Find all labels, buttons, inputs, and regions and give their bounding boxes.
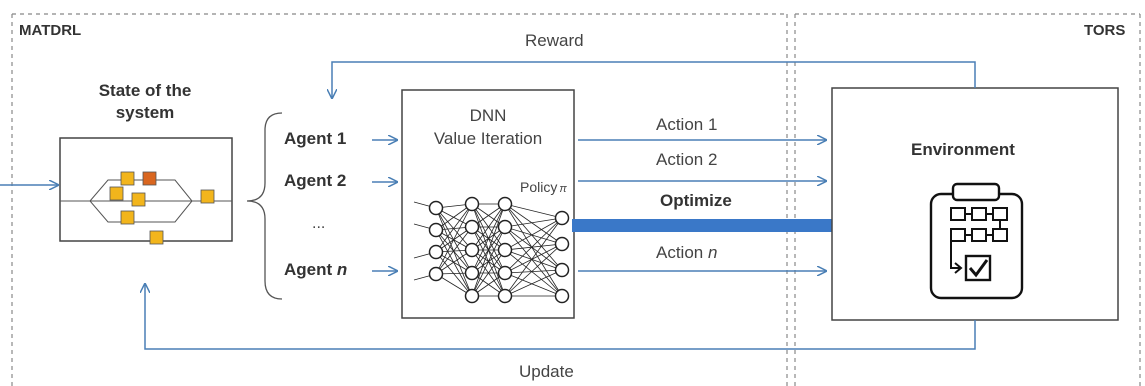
nn-node: [428, 244, 444, 260]
environment-title: Environment: [911, 140, 1015, 159]
state-node: [200, 189, 215, 204]
nn-node: [464, 265, 480, 281]
nn-edge: [435, 207, 473, 251]
nn-edge: [435, 229, 473, 274]
nn-edge: [435, 207, 473, 274]
optimize-label: Optimize: [660, 191, 732, 210]
dnn-title-line1: DNN: [469, 106, 507, 125]
update-label: Update: [519, 362, 574, 381]
agent2-label: Agent 2: [284, 171, 347, 190]
nn-edge: [504, 203, 563, 271]
agent1-label: Agent 1: [284, 129, 347, 148]
matdrl-title: MATDRL: [19, 22, 82, 39]
nn-node: [428, 266, 444, 282]
nn-edge: [504, 203, 563, 297]
nn-edge: [504, 217, 563, 251]
nn-edge: [504, 217, 563, 228]
nn-edge: [471, 203, 506, 274]
nn-node: [428, 222, 444, 238]
nn-node: [464, 219, 480, 235]
dnn-title: DNN Value Iteration: [402, 104, 574, 150]
reward-arrow: [332, 61, 976, 98]
state-node: [120, 171, 135, 186]
state-node: [120, 210, 135, 225]
nn-node: [497, 219, 513, 235]
matdrl-region-border: [11, 13, 788, 386]
nn-edge: [471, 203, 506, 297]
nn-edge: [504, 249, 563, 297]
nn-edge: [504, 249, 563, 271]
reward-label: Reward: [525, 31, 584, 50]
nn-edge: [435, 203, 473, 231]
nn-edge: [471, 226, 506, 297]
nn-edge: [504, 269, 563, 274]
nn-node: [428, 200, 444, 216]
state-title-line2: system: [115, 103, 175, 122]
nn-edge: [504, 243, 563, 274]
clipboard-icon: [929, 182, 1024, 300]
nn-edge: [471, 203, 506, 251]
nn-edge: [504, 226, 563, 245]
nn-node: [464, 288, 480, 304]
nn-node: [554, 236, 570, 252]
state-title: State of the system: [80, 80, 210, 124]
state-node: [131, 192, 146, 207]
nn-edge: [435, 251, 473, 297]
nn-node: [497, 196, 513, 212]
nn-edge: [504, 243, 563, 297]
nn-edge: [435, 226, 473, 275]
nn-edge: [435, 203, 473, 275]
nn-node: [497, 265, 513, 281]
nn-edge: [504, 272, 563, 297]
dnn-title-line2: Value Iteration: [433, 129, 543, 148]
nn-edge: [471, 249, 506, 297]
nn-edge: [504, 217, 563, 297]
update-arrow: [145, 284, 976, 350]
action1-label: Action 1: [656, 115, 718, 134]
nn-node: [554, 288, 570, 304]
neural-network: [413, 196, 570, 304]
nn-edge: [504, 269, 563, 297]
environment-box: [831, 87, 1119, 321]
state-node: [109, 186, 124, 201]
nn-node: [554, 210, 570, 226]
state-node: [149, 230, 164, 245]
nn-node: [497, 288, 513, 304]
agents-ellipsis: ...: [312, 215, 326, 232]
tors-region-border: [794, 13, 1141, 386]
agentn-label: Agent n: [284, 260, 348, 279]
state-title-line1: State of the: [98, 81, 192, 100]
nn-node: [464, 196, 480, 212]
nn-node: [497, 242, 513, 258]
nn-edge: [435, 229, 473, 297]
nn-edge: [504, 226, 563, 271]
action2-label: Action 2: [656, 150, 718, 169]
nn-edge: [504, 203, 563, 245]
nn-node: [464, 242, 480, 258]
nn-edge: [504, 203, 563, 219]
tors-title: TORS: [1084, 22, 1126, 39]
state-nodes: [109, 171, 215, 245]
nn-edge: [435, 203, 473, 253]
nn-edge: [504, 243, 563, 251]
nn-node: [554, 262, 570, 278]
nn-edge: [504, 217, 563, 274]
state-node-highlight: [142, 171, 157, 186]
actionn-label: Action n: [656, 243, 718, 262]
agents-brace: [246, 112, 283, 300]
state-box: [59, 137, 233, 242]
nn-edge: [504, 226, 563, 297]
